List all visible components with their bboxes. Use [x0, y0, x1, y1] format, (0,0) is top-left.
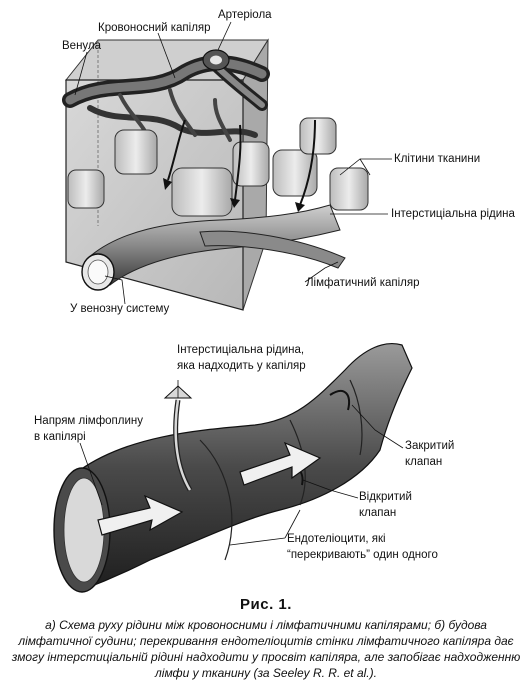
label-blood-capillary: Кровоносний капіляр [98, 22, 211, 34]
diagram-b: Інтерстиціальна рідина, яка надходить у … [34, 343, 454, 593]
flow-arrowheads [163, 178, 305, 212]
label-arteriole: Артеріола [218, 9, 272, 21]
flow-arrows [167, 119, 316, 206]
lymph-flow-arrows [97, 441, 322, 536]
label-open-valve: Відкритий [359, 491, 412, 503]
diagram-b-leaders [79, 380, 404, 546]
diagram-a: Артеріола Кровоносний капіляр Венула Клі… [62, 9, 516, 315]
label-closed-valve: Закритий [405, 440, 454, 452]
figure-title: Рис. 1. [240, 596, 292, 613]
label-flow-direction-2: в капілярі [34, 431, 86, 443]
lymph-capillaries [81, 204, 346, 291]
label-venule: Венула [62, 40, 102, 52]
label-interstitial-fluid-inflow-2: яка надходить у капіляр [177, 360, 306, 372]
label-tissue-cells: Клітини тканини [394, 153, 480, 165]
label-endothelial-cells-2: “перекривають” один одного [287, 549, 438, 561]
label-flow-direction: Напрям лімфоплину [34, 415, 143, 427]
label-open-valve-2: клапан [359, 507, 396, 519]
label-endothelial-cells: Ендотеліоцити, які [287, 533, 386, 545]
label-to-venous-system: У венозну систему [70, 303, 170, 315]
label-interstitial-fluid-inflow: Інтерстиціальна рідина, [177, 344, 304, 356]
label-closed-valve-2: клапан [405, 456, 442, 468]
diagram-a-leaders [74, 21, 392, 305]
arteriole-ring [202, 49, 230, 71]
label-lymph-capillary: Лімфатичний капіляр [306, 277, 419, 289]
figure-caption: а) Схема руху рідини між кровоносними і … [11, 618, 521, 680]
label-interstitial-fluid: Інтерстиціальна рідина [391, 208, 516, 220]
